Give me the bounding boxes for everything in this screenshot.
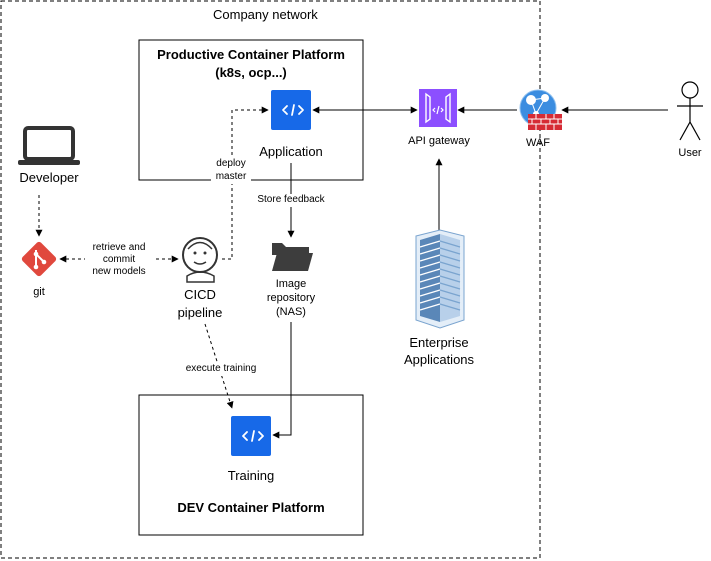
company-network-label: Company network [213,7,318,22]
enterprise-label-line2: Applications [403,352,475,367]
edge-cicd-app [222,106,269,260]
image-repo-label-line2: repository [266,292,316,304]
api-gateway-icon [419,89,457,127]
retrieve-label-line2: commit [85,254,153,267]
edge-imagerepo-training [272,322,292,439]
laptop-icon [18,126,80,165]
deploy-label-line1: deploy [211,158,251,171]
retrieve-label-line3: new models [85,266,153,279]
training-container-icon [231,416,271,456]
image-repo-label-line3: (NAS) [276,306,306,318]
store-feedback-label: Store feedback [251,194,331,207]
retrieve-label-line1: retrieve and [85,242,153,255]
company-network-boundary [0,0,541,559]
jenkins-icon [182,237,218,283]
git-label: git [33,286,45,298]
user-actor-icon [677,81,703,141]
prod-platform-subtitle: (k8s, ocp...) [215,65,287,80]
dev-platform-box [138,394,364,536]
application-label: Application [259,144,323,159]
application-container-icon [271,90,311,130]
dev-platform-title: DEV Container Platform [177,500,325,515]
folder-icon [272,243,313,271]
cicd-label-line1: CICD [184,287,216,302]
prod-platform-title: Productive Container Platform [157,47,345,62]
training-label: Training [227,468,275,483]
server-rack-icon [415,229,465,329]
deploy-label-line2: master [211,171,251,184]
git-icon [21,241,57,277]
execute-training-label: execute training [176,363,266,376]
api-gateway-label: API gateway [408,135,470,147]
waf-icon [519,89,562,130]
enterprise-label-line1: Enterprise [409,335,469,350]
image-repo-label-line1: Image [275,278,307,290]
cicd-label-line2: pipeline [177,305,223,320]
user-label: User [678,147,702,159]
developer-label: Developer [19,170,79,185]
waf-label: WAF [525,137,551,149]
